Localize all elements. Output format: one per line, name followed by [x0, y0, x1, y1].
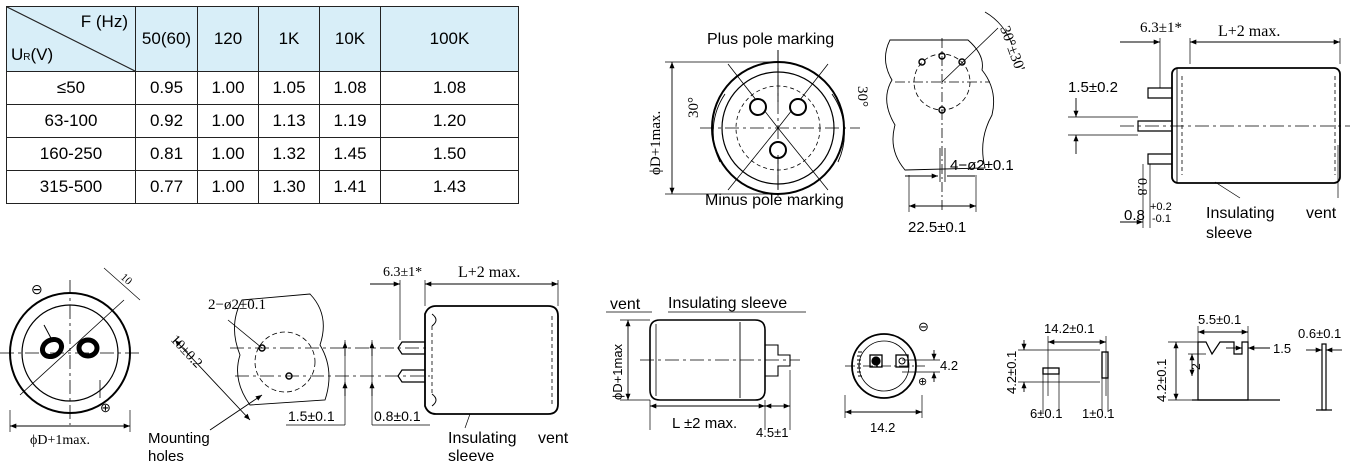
small-spacing-label: 14.2 [870, 420, 895, 435]
profile-height-label: 4.2±0.1 [1154, 359, 1169, 402]
value-cell: 1.45 [319, 137, 381, 171]
frequency-axis-label: F (Hz) [80, 12, 128, 31]
snap-in-length-label: L+2 max. [458, 264, 520, 281]
pin-spacing-drawing [1018, 336, 1109, 412]
pin-gap-label: 0.8 [1134, 178, 1149, 196]
column-header: 100K [380, 6, 519, 72]
value-cell: 1.30 [258, 170, 320, 204]
corner-diagonal [7, 7, 135, 71]
small-offset-label: 4.2 [940, 358, 958, 373]
pin-spacing-label: 14.2±0.1 [1044, 321, 1095, 336]
table-row: 315-500 0.77 1.00 1.30 1.41 1.43 [6, 170, 519, 204]
value-cell: 1.43 [380, 170, 519, 204]
plus-pole-label: Plus pole marking [707, 31, 834, 48]
mounting-holes-label-line1: Mounting [148, 430, 210, 447]
hole-spacing-label: 10±0.2 [167, 332, 205, 371]
body-length-label: L+2 max. [1218, 23, 1280, 40]
value-cell: 0.77 [135, 170, 198, 204]
column-header: 1K [258, 6, 320, 72]
pin-width-label: 6±0.1 [1030, 406, 1062, 421]
sleeve-label-line1: Insulating [1206, 205, 1275, 222]
angle-tolerance-label: 30°±30' [996, 24, 1027, 74]
sleeve-label-line2: sleeve [1206, 225, 1252, 242]
dimension-ten-label: 10 [118, 271, 135, 288]
snap-in-lead-label: 6.3±1* [383, 265, 422, 280]
side-view-drawing [1068, 38, 1350, 228]
profile-depth-label: 2 [1189, 363, 1203, 370]
snap-in-top-view [0, 267, 141, 432]
voltage-axis-label: UR(V) [11, 45, 54, 64]
value-cell: 1.00 [197, 104, 259, 138]
profile-width-label: 5.5±0.1 [1198, 312, 1241, 327]
value-cell: 1.05 [258, 71, 320, 105]
mounting-holes-label-line2: holes [148, 448, 184, 464]
snap-in-thickness-label: 0.8±0.1 [374, 408, 421, 424]
snap-in-pin-width-label: 1.5±0.1 [288, 408, 335, 424]
plus-symbol: ⊕ [100, 400, 111, 415]
minus-symbol: ⊖ [31, 281, 43, 297]
value-cell: 1.20 [380, 104, 519, 138]
snap-in-sleeve-line1: Insulating [448, 430, 517, 447]
angle-right-label: 30° [854, 86, 870, 107]
lead-length-label: 6.3±1* [1140, 20, 1182, 36]
small-diameter-label: ϕD+1max [610, 343, 625, 400]
voltage-cell: 315-500 [6, 170, 136, 204]
table-corner-cell: F (Hz) UR(V) [6, 6, 136, 72]
minus-pole-label: Minus pole marking [705, 192, 844, 209]
value-cell: 1.08 [380, 71, 519, 105]
value-cell: 0.95 [135, 71, 198, 105]
table-header-row: F (Hz) UR(V) 50(60) 120 1K 10K 100K [6, 6, 519, 72]
tolerance-plus-label: +0.2 [1150, 201, 1172, 213]
pin-height-label: 4.2±0.1 [1004, 351, 1019, 394]
column-header: 120 [197, 6, 259, 72]
diameter-label: ϕD+1max. [648, 111, 664, 175]
pin-thickness-label: 0.8 [1124, 207, 1145, 224]
snap-in-sleeve-line2: sleeve [448, 448, 494, 464]
small-bottom-view [844, 333, 940, 418]
pin-thickness-value: 0.6±0.1 [1298, 326, 1341, 341]
value-cell: 0.92 [135, 104, 198, 138]
value-cell: 0.81 [135, 137, 198, 171]
value-cell: 1.41 [319, 170, 381, 204]
small-vent-label: vent [610, 296, 641, 313]
mounting-holes-diameter-label: 2−ø2±0.1 [208, 297, 266, 313]
snap-in-vent-label: vent [538, 430, 569, 447]
holes-label: 4−ø2±0.1 [950, 157, 1014, 174]
value-cell: 1.32 [258, 137, 320, 171]
vent-label: vent [1306, 205, 1337, 222]
tolerance-minus-label: -0.1 [1152, 213, 1171, 225]
small-side-view [606, 311, 806, 430]
pin-thick-label: 1±0.1 [1082, 406, 1114, 421]
spacing-label: 22.5±0.1 [908, 219, 966, 236]
snap-in-diameter-label: ϕD+1max. [30, 433, 90, 448]
small-length-label: L ±2 max. [672, 415, 737, 432]
small-lead-label: 4.5±1 [756, 425, 788, 440]
pin-thickness-drawing [1306, 343, 1342, 411]
value-cell: 1.00 [197, 170, 259, 204]
small-sleeve-label: Insulating sleeve [668, 295, 787, 312]
column-header: 10K [319, 6, 381, 72]
top-view-drawing [665, 50, 860, 200]
snap-in-side-view [286, 280, 559, 429]
hole-pattern-drawing [885, 11, 1013, 212]
small-minus-symbol: ⊖ [918, 319, 929, 334]
pin-width-label: 1.5±0.2 [1068, 79, 1118, 96]
angle-left-label: 30° [686, 97, 702, 118]
profile-notch-label: 1.5 [1273, 341, 1291, 356]
small-plus-symbol: ⊕ [918, 376, 927, 388]
pin-profile-drawing [1168, 326, 1280, 401]
frequency-multiplier-table: F (Hz) UR(V) 50(60) 120 1K 10K 100K ≤50 … [6, 6, 519, 204]
